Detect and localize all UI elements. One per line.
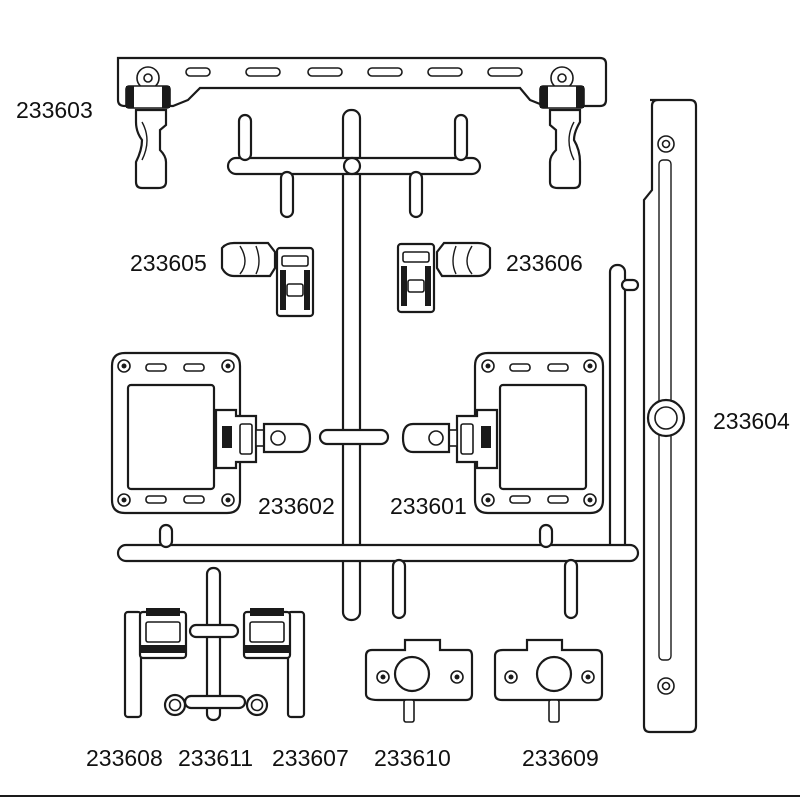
- part-233603: [116, 56, 608, 190]
- part-233608: [123, 608, 188, 719]
- part-233610: [364, 638, 474, 723]
- label-233610: 233610: [374, 745, 451, 771]
- part-233609: [493, 638, 604, 723]
- part-233605: [220, 241, 315, 318]
- part-233611: [163, 693, 269, 717]
- label-233604: 233604: [713, 408, 790, 434]
- part-233607: [242, 608, 306, 719]
- label-233602: 233602: [258, 493, 335, 519]
- sprue-runners: [116, 108, 640, 722]
- label-233601: 233601: [390, 493, 467, 519]
- label-233607: 233607: [272, 745, 349, 771]
- part-233602: [110, 351, 312, 515]
- part-233601: [401, 351, 605, 515]
- label-233609: 233609: [522, 745, 599, 771]
- label-233606: 233606: [506, 250, 583, 276]
- label-233611: 233611: [178, 745, 253, 771]
- label-233605: 233605: [130, 250, 207, 276]
- part-233604: [642, 98, 698, 734]
- part-233606: [396, 241, 492, 314]
- label-233603: 233603: [16, 97, 93, 123]
- label-233608: 233608: [86, 745, 163, 771]
